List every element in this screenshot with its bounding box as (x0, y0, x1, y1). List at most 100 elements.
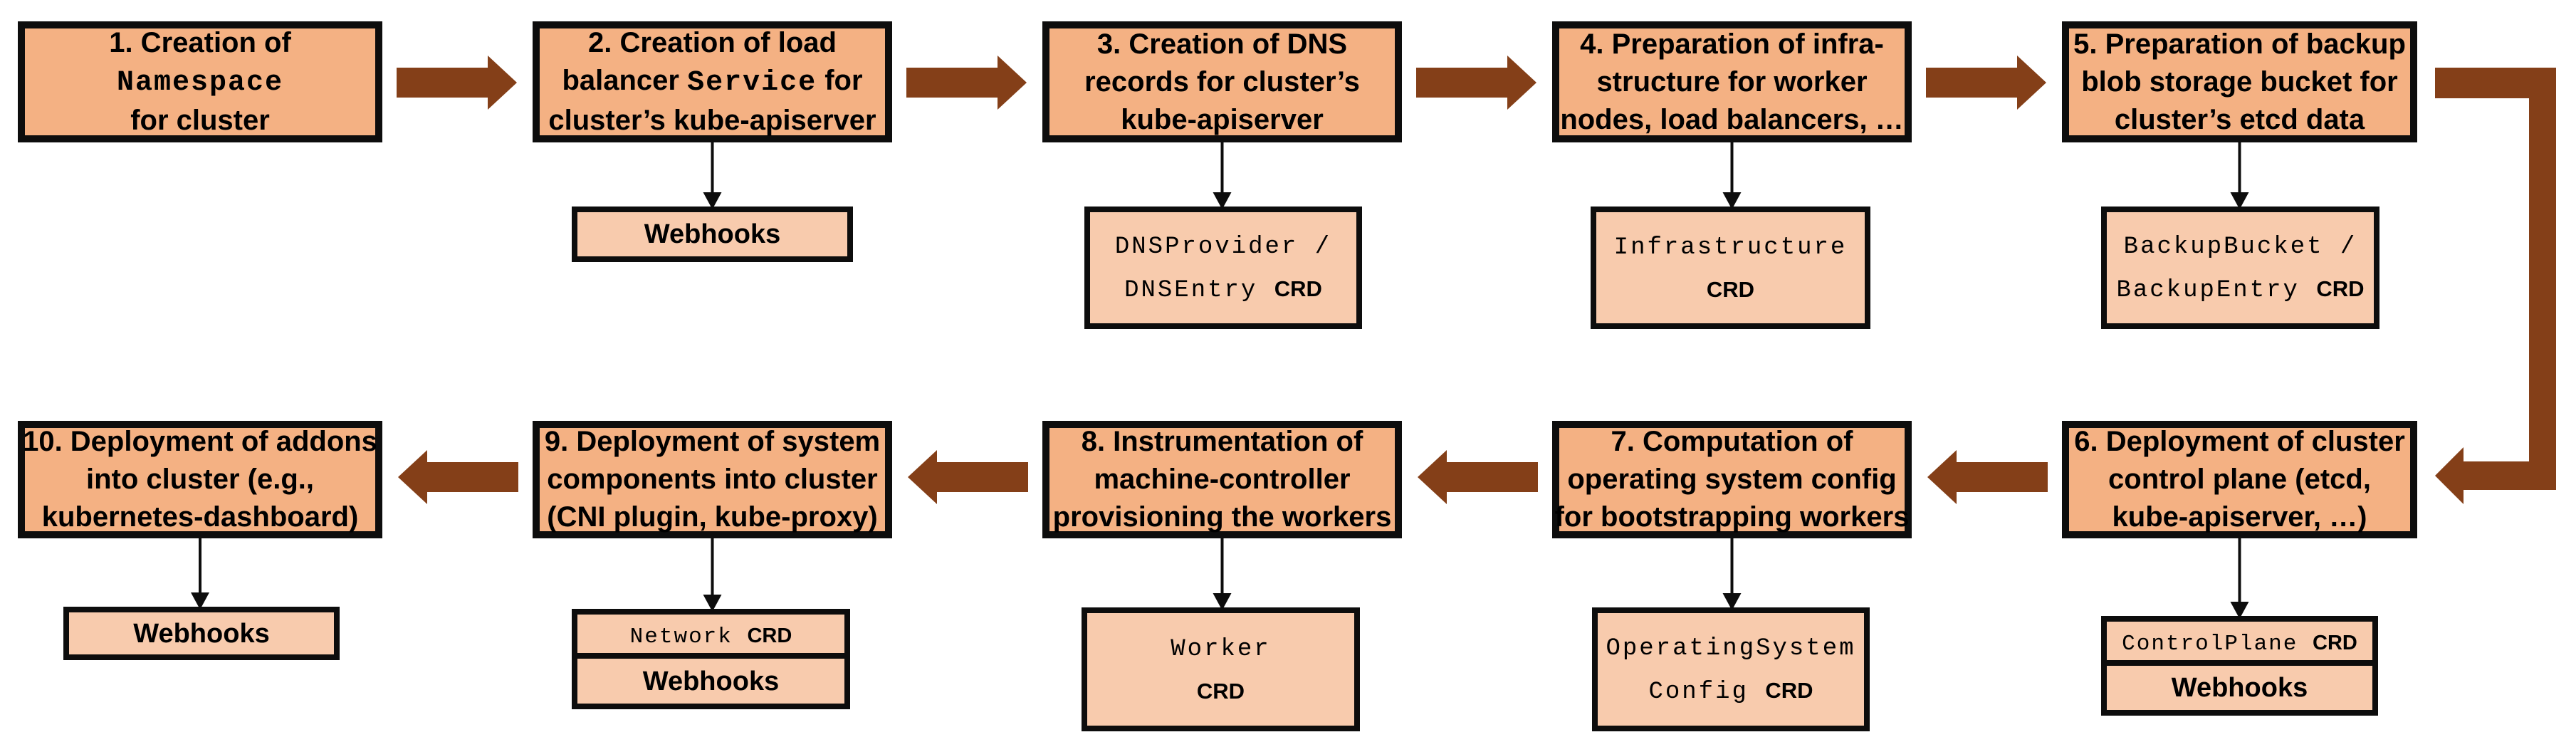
text-segment-mono: BackupEntry (2116, 277, 2317, 304)
text-line: 8. Instrumentation of (1082, 423, 1363, 461)
network-crd-box: Network CRD (572, 609, 850, 659)
text-line: 9. Deployment of system (545, 423, 880, 461)
text-line: Infrastructure (1614, 225, 1848, 268)
step-box-3-create-dns-records: 3. Creation of DNS records for cluster’s k… (1042, 21, 1402, 142)
text-segment-sans: Webhooks (133, 618, 270, 649)
flow-arrow-elbow-5-6 (2435, 68, 2556, 504)
text-segment-crd: CRD (1706, 277, 1755, 302)
text-line: Webhooks (2172, 674, 2308, 701)
backup-crd-box: BackupBucket / BackupEntry CRD (2101, 207, 2379, 329)
text-segment-mono: Infrastructure (1613, 234, 1848, 261)
text-segment-sans: structure for worker (1596, 66, 1868, 98)
text-line: OperatingSystem (1606, 626, 1855, 669)
connector-arrowhead-step-4 (1722, 192, 1742, 209)
text-line: BackupBucket / (2124, 224, 2357, 268)
text-segment-sans: kube-apiserver, …) (2112, 501, 2367, 533)
text-segment-sans: 7. Computation of (1611, 426, 1853, 457)
text-segment-sans: 8. Instrumentation of (1081, 426, 1363, 457)
text-segment-sans: components into cluster (547, 464, 878, 495)
text-segment-sans: records for cluster’s (1084, 66, 1360, 98)
text-segment-sans: machine-controller (1094, 464, 1351, 495)
connector-line-step-2 (711, 142, 714, 193)
text-segment-sans: operating system config (1567, 464, 1897, 495)
text-segment-mono: Service (687, 67, 817, 99)
text-segment-mono: OperatingSystem (1606, 635, 1856, 662)
text-segment-sans: 1. Creation of (109, 27, 291, 58)
text-segment-sans: cluster’s etcd data (2114, 103, 2365, 135)
flow-arrow-right-4 (1926, 56, 2046, 110)
text-line: for bootstrapping workers (1555, 498, 1910, 536)
flow-arrow-right-3 (1416, 56, 1536, 110)
connector-arrowhead-step-7 (1722, 593, 1742, 610)
text-line: balancer Service for (562, 62, 862, 102)
flow-arrow-left-1 (398, 450, 518, 504)
dns-crd-box: DNSProvider / DNSEntry CRD (1084, 207, 1362, 329)
text-segment-sans: for (817, 65, 863, 96)
text-line: Network CRD (630, 620, 792, 648)
text-line: 2. Creation of load (588, 24, 837, 62)
text-line: DNSEntry CRD (1124, 268, 1322, 311)
text-segment-crd: CRD (1196, 679, 1245, 704)
connector-arrowhead-step-8 (1213, 593, 1232, 610)
text-segment-sans: 6. Deployment of cluster (2074, 426, 2405, 457)
connector-arrowhead-step-9 (703, 595, 722, 612)
text-segment-sans: 2. Creation of load (588, 27, 837, 58)
text-segment-sans: for cluster (130, 105, 270, 136)
text-line: provisioning the workers (1053, 498, 1392, 536)
text-line: 5. Preparation of backup (2073, 26, 2406, 63)
webhooks-box: Webhooks (63, 607, 340, 660)
webhooks-box: Webhooks (572, 207, 853, 262)
text-line: DNSProvider / (1115, 224, 1331, 268)
text-line: kube-apiserver (1121, 101, 1324, 139)
text-segment-mono: DNSProvider / (1114, 234, 1332, 261)
text-segment-sans: 5. Preparation of backup (2073, 28, 2406, 60)
text-segment-sans: 10. Deployment of addons (23, 426, 377, 457)
text-line: 3. Creation of DNS (1097, 26, 1347, 63)
text-segment-sans: blob storage bucket for (2081, 66, 2398, 98)
text-segment-mono: BackupBucket / (2123, 234, 2357, 261)
text-line: BackupEntry CRD (2116, 268, 2364, 311)
text-segment-sans: kube-apiserver (1121, 103, 1324, 135)
flow-arrow-left-2 (908, 450, 1028, 504)
controlplane-crd-box: ControlPlane CRD (2101, 616, 2378, 666)
text-segment-sans: Webhooks (2171, 673, 2308, 703)
text-line: nodes, load balancers, … (1560, 101, 1903, 139)
flow-arrow-right-1 (397, 56, 517, 110)
text-segment-sans: provisioning the workers (1052, 501, 1392, 533)
text-line: components into cluster (547, 461, 878, 498)
text-line: ControlPlane CRD (2122, 627, 2357, 655)
text-line: 7. Computation of (1611, 423, 1853, 461)
connector-line-step-3 (1220, 142, 1224, 193)
text-segment-mono: Config (1648, 679, 1766, 706)
text-segment-mono: Network (629, 624, 748, 649)
text-line: 10. Deployment of addons (23, 423, 377, 461)
text-line: kube-apiserver, …) (2112, 498, 2367, 536)
text-line: records for cluster’s (1084, 63, 1360, 101)
text-line: cluster’s etcd data (2115, 101, 2365, 139)
text-line: into cluster (e.g., (86, 461, 314, 498)
text-segment-sans: 3. Creation of DNS (1096, 28, 1348, 60)
connector-line-step-8 (1220, 538, 1224, 594)
text-line: (CNI plugin, kube-proxy) (547, 498, 877, 536)
webhooks-box: Webhooks (2101, 660, 2378, 716)
step-box-5-prepare-backup-bucket: 5. Preparation of backup blob storage buc… (2062, 21, 2417, 142)
text-segment-crd: CRD (747, 624, 792, 647)
text-line: for cluster (130, 102, 270, 140)
text-line: CRD (1707, 268, 1754, 310)
text-line: blob storage bucket for (2081, 63, 2398, 101)
text-line: Webhooks (644, 221, 780, 248)
text-segment-crd: CRD (2313, 631, 2357, 654)
text-line: control plane (etcd, (2108, 461, 2371, 498)
text-line: Webhooks (643, 668, 779, 695)
text-line: kubernetes-dashboard) (42, 498, 359, 536)
connector-line-step-9 (711, 538, 714, 595)
connector-arrowhead-step-10 (191, 592, 209, 610)
webhooks-box: Webhooks (572, 653, 850, 709)
